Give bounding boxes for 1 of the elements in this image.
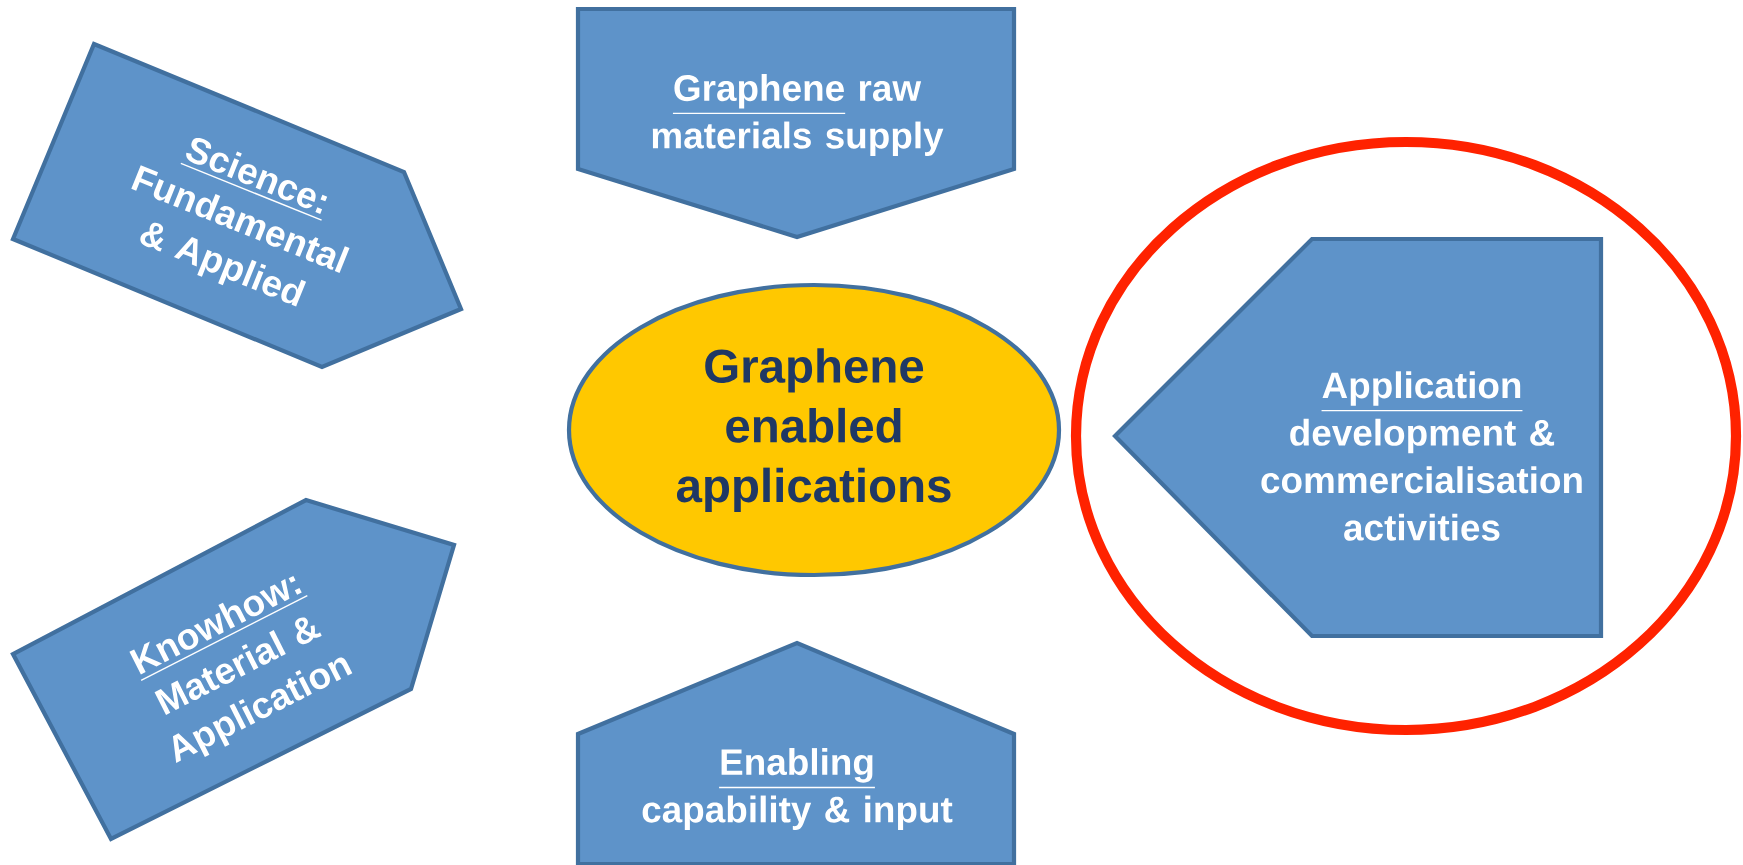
highlight-ring bbox=[1070, 136, 1742, 736]
